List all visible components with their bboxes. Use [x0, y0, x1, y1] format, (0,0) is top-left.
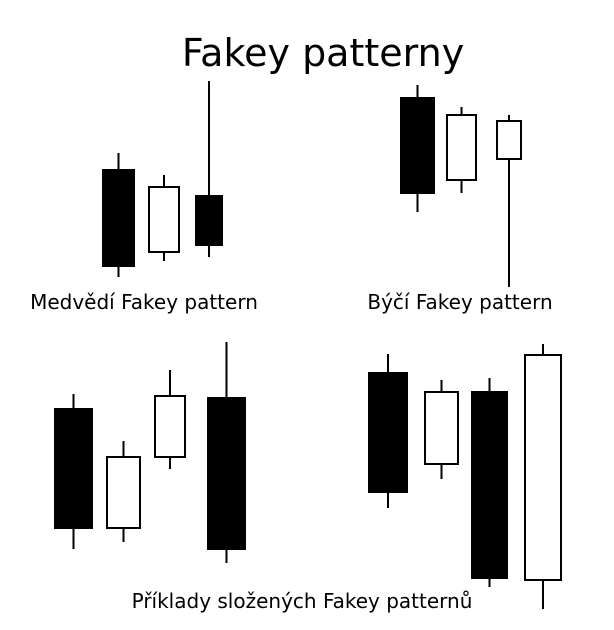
candle-bearish — [400, 85, 435, 212]
composite-fakey-group — [54, 342, 562, 609]
candle-body — [471, 391, 508, 579]
candle-body — [400, 97, 435, 194]
candle-body — [207, 397, 246, 550]
composite-fakey-label: Příklady složených Fakey patternů — [132, 589, 473, 613]
bearish-fakey-group — [102, 81, 223, 277]
candle-body — [54, 408, 93, 529]
candle-bullish — [446, 107, 477, 193]
candle-bearish — [207, 342, 246, 563]
candle-bearish — [195, 81, 223, 257]
candle-bullish — [106, 441, 141, 542]
bullish-fakey-group — [400, 85, 522, 287]
candle-bullish — [154, 370, 186, 469]
candle-body — [154, 395, 186, 458]
candle-bullish — [496, 115, 522, 287]
candle-bearish — [368, 354, 408, 508]
candle-bearish — [102, 153, 135, 277]
candle-body — [446, 114, 477, 181]
diagram-title: Fakey patterny — [182, 31, 464, 75]
bullish-fakey-label: Býčí Fakey pattern — [367, 290, 552, 314]
candle-body — [102, 169, 135, 267]
candle-body — [424, 391, 459, 465]
candle-body — [368, 372, 408, 493]
candle-bullish — [148, 175, 180, 261]
candle-body — [496, 120, 522, 160]
candle-body — [195, 195, 223, 246]
candle-body — [524, 354, 562, 581]
candle-bearish — [471, 378, 508, 587]
candle-body — [106, 456, 141, 529]
candle-body — [148, 186, 180, 253]
candle-bullish — [424, 380, 459, 479]
bearish-fakey-label: Medvědí Fakey pattern — [30, 290, 258, 314]
candle-bearish — [54, 394, 93, 549]
candle-bullish — [524, 344, 562, 609]
